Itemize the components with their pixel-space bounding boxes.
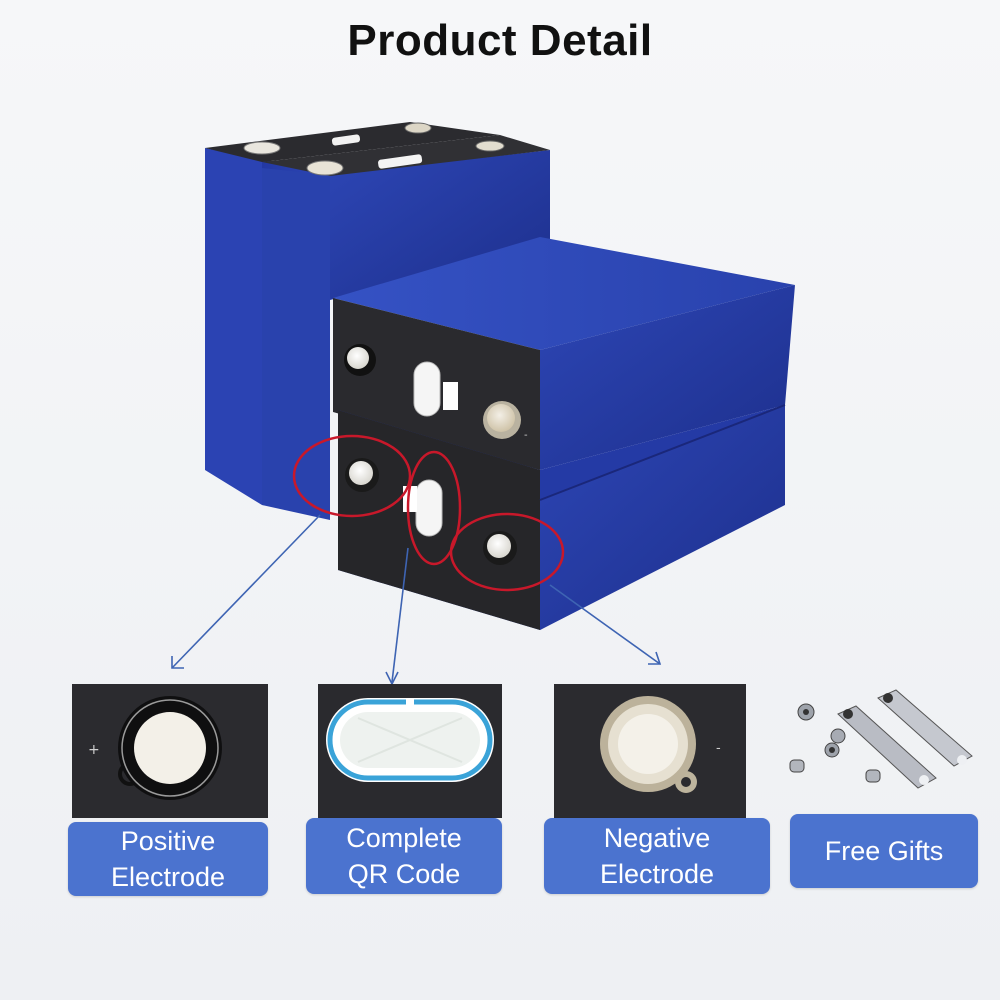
- free-gifts-label: Free Gifts: [790, 814, 978, 888]
- callout-circles: [292, 434, 565, 592]
- qr-code-label: Complete QR Code: [306, 818, 502, 894]
- negative-electrode-label: Negative Electrode: [544, 818, 770, 894]
- negative-terminal-icon: -: [554, 684, 746, 818]
- qr-callout-circle: [406, 450, 462, 566]
- positive-callout-circle: [292, 434, 412, 518]
- standing-cells: [205, 122, 550, 520]
- qr-code-photo: [318, 684, 502, 818]
- negative-electrode-photo: -: [554, 684, 746, 818]
- qr-code-window-icon: [318, 684, 502, 818]
- negative-callout-circle: [449, 512, 565, 592]
- free-gifts-photo: [776, 684, 976, 810]
- upper-lying-cell: -: [333, 237, 795, 470]
- page-title: Product Detail: [347, 16, 653, 65]
- positive-electrode-photo: +: [72, 684, 268, 818]
- callout-arrows: [171, 514, 662, 686]
- positive-terminal-icon: +: [72, 684, 268, 818]
- busbar-and-nuts-icon: [789, 689, 973, 789]
- svg-text:-: -: [716, 741, 721, 756]
- positive-electrode-label: Positive Electrode: [68, 822, 268, 896]
- svg-text:+: +: [88, 742, 100, 758]
- svg-text:-: -: [524, 430, 528, 441]
